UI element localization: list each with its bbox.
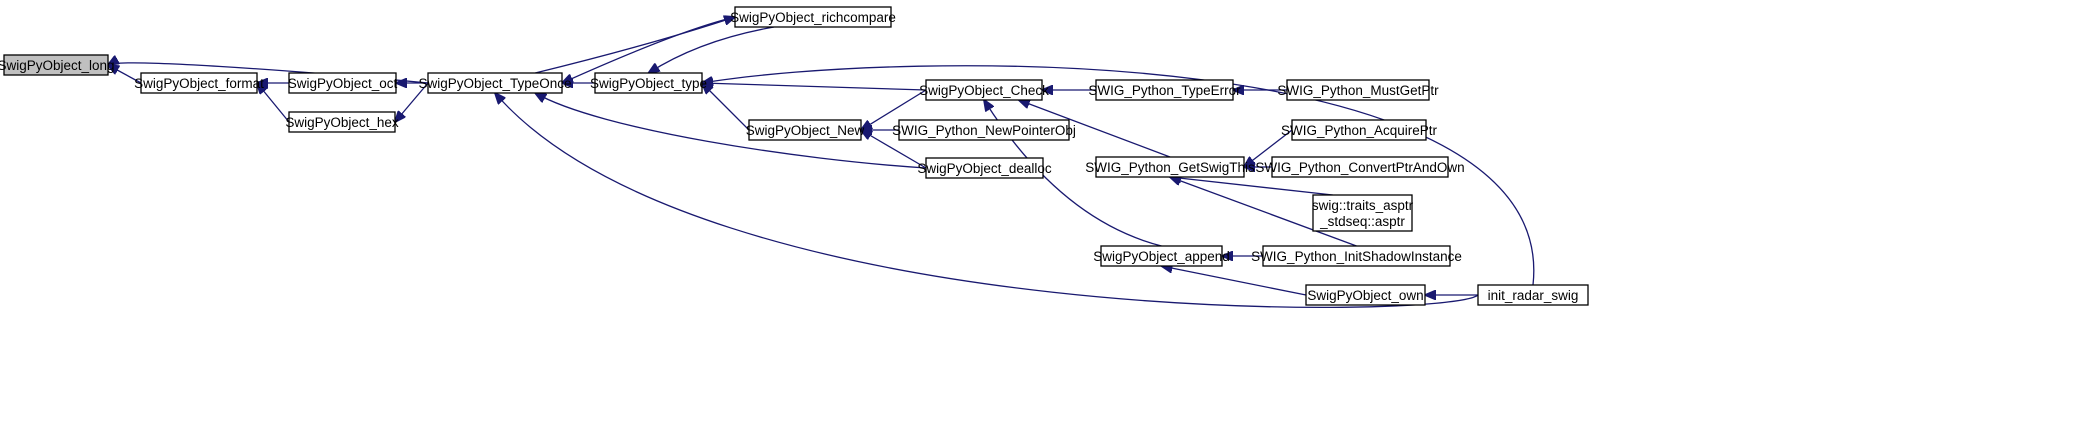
node-box xyxy=(748,119,862,141)
node-box xyxy=(427,72,563,94)
node-box xyxy=(1271,156,1449,178)
node-box xyxy=(288,72,397,94)
node-append[interactable]: SwigPyObject_append xyxy=(1093,245,1230,267)
node-hex[interactable]: SwigPyObject_hex xyxy=(285,111,399,133)
node-typeonce[interactable]: SwigPyObject_TypeOnce xyxy=(418,72,572,94)
node-label: SWIG_Python_NewPointerObj xyxy=(892,123,1076,138)
node-box xyxy=(3,54,109,76)
node-initshadow[interactable]: SWIG_Python_InitShadowInstance xyxy=(1251,245,1462,267)
node-newpointerobj[interactable]: SWIG_Python_NewPointerObj xyxy=(892,119,1076,141)
node-box xyxy=(1291,119,1427,141)
node-typeerror[interactable]: SWIG_Python_TypeError xyxy=(1088,79,1241,101)
node-richcompare[interactable]: SwigPyObject_richcompare xyxy=(730,6,896,28)
node-box xyxy=(1286,79,1430,101)
node-label: init_radar_swig xyxy=(1488,288,1579,303)
node-convertptr[interactable]: SWIG_Python_ConvertPtrAndOwn xyxy=(1255,156,1465,178)
node-long: SwigPyObject_long xyxy=(0,54,115,76)
node-label: _stdseq::asptr xyxy=(1319,214,1405,229)
node-box xyxy=(1312,194,1413,232)
edge-hex-to-format xyxy=(257,83,290,123)
node-label: SwigPyObject_own xyxy=(1307,288,1423,303)
node-getswigthis[interactable]: SWIG_Python_GetSwigThis xyxy=(1085,156,1255,178)
edge-new-to-type xyxy=(702,83,750,131)
node-box xyxy=(288,111,396,133)
node-box xyxy=(594,72,703,94)
edge-getswigthis-to-check xyxy=(1019,100,1171,158)
node-format[interactable]: SwigPyObject_format xyxy=(134,72,264,94)
edge-layer xyxy=(108,16,1535,309)
node-label: SWIG_Python_InitShadowInstance xyxy=(1251,249,1462,264)
node-box xyxy=(1477,284,1589,306)
node-box xyxy=(925,79,1043,101)
node-label: SwigPyObject_type xyxy=(590,76,707,91)
edge-dealloc-to-new xyxy=(861,130,927,169)
edge-initshadow-to-getswigthis xyxy=(1170,177,1357,247)
edge-asptr-to-getswigthis xyxy=(1170,177,1333,196)
node-oct[interactable]: SwigPyObject_oct xyxy=(288,72,398,94)
node-box xyxy=(1095,156,1245,178)
node-box xyxy=(1262,245,1451,267)
edge-own-to-append xyxy=(1162,266,1307,296)
node-box xyxy=(140,72,258,94)
node-label: SwigPyObject_append xyxy=(1093,249,1230,264)
edge-check-to-type xyxy=(702,83,927,91)
node-label: SwigPyObject_Check xyxy=(919,83,1049,98)
node-box xyxy=(734,6,892,28)
edge-richcompare-to-typeonce xyxy=(562,16,736,83)
edge-acquireptr-to-getswigthis xyxy=(1244,129,1293,167)
edge-check-to-new xyxy=(861,89,927,130)
node-check[interactable]: SwigPyObject_Check xyxy=(919,79,1049,101)
edge-typeonce-to-richcompare xyxy=(535,17,735,74)
node-new[interactable]: SwigPyObject_New xyxy=(746,119,865,141)
node-mustgetptr[interactable]: SWIG_Python_MustGetPtr xyxy=(1277,79,1439,101)
edge-format-to-long xyxy=(108,65,142,84)
node-box xyxy=(1100,245,1223,267)
node-box xyxy=(1305,284,1426,306)
node-label: SwigPyObject_long xyxy=(0,58,115,73)
node-acquireptr[interactable]: SWIG_Python_AcquirePtr xyxy=(1281,119,1438,141)
node-box xyxy=(1095,79,1234,101)
node-label: SwigPyObject_dealloc xyxy=(917,161,1052,176)
node-label: SwigPyObject_hex xyxy=(285,115,399,130)
node-label: SwigPyObject_oct xyxy=(288,76,398,91)
node-label: SWIG_Python_MustGetPtr xyxy=(1277,83,1439,98)
node-label: SWIG_Python_GetSwigThis xyxy=(1085,160,1255,175)
node-label: SWIG_Python_AcquirePtr xyxy=(1281,123,1438,138)
node-dealloc[interactable]: SwigPyObject_dealloc xyxy=(917,157,1052,179)
edge-dealloc-to-typeonce xyxy=(535,93,927,169)
node-box xyxy=(925,157,1044,179)
node-label: SWIG_Python_TypeError xyxy=(1088,83,1241,98)
node-label: SwigPyObject_New xyxy=(746,123,865,138)
node-label: SwigPyObject_richcompare xyxy=(730,10,896,25)
node-label: SWIG_Python_ConvertPtrAndOwn xyxy=(1255,160,1464,175)
node-type[interactable]: SwigPyObject_type xyxy=(590,72,707,94)
node-initradar[interactable]: init_radar_swig xyxy=(1477,284,1589,306)
node-label: SwigPyObject_format xyxy=(134,76,264,91)
edge-richcompare-to-type xyxy=(649,26,775,73)
node-label: SwigPyObject_TypeOnce xyxy=(418,76,571,91)
edge-typeonce-to-hex xyxy=(395,82,429,122)
node-own[interactable]: SwigPyObject_own xyxy=(1305,284,1426,306)
node-label: swig::traits_asptr xyxy=(1312,198,1414,213)
node-box xyxy=(898,119,1070,141)
node-asptr[interactable]: swig::traits_asptr_stdseq::asptr xyxy=(1312,194,1414,232)
